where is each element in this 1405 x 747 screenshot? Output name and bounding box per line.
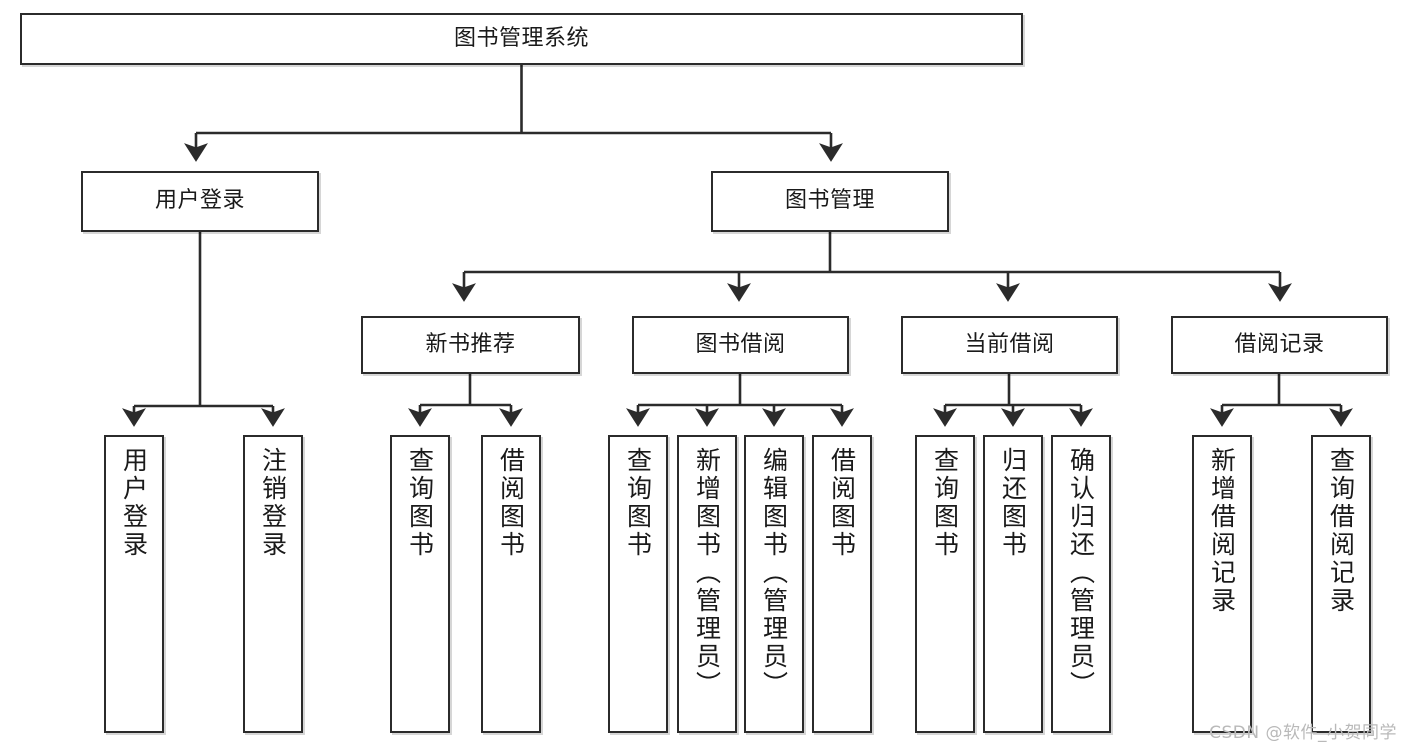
node-leaf-add-record-label: 新增借阅记录 <box>1207 447 1237 615</box>
node-leaf-query-book-2[interactable]: 查询图书 <box>608 435 668 733</box>
node-leaf-query-book-3-label: 查询图书 <box>930 447 960 559</box>
node-user-login-label: 用户登录 <box>154 188 245 214</box>
node-leaf-logout[interactable]: 注销登录 <box>243 435 303 733</box>
node-user-login[interactable]: 用户登录 <box>81 171 319 232</box>
node-leaf-query-record[interactable]: 查询借阅记录 <box>1311 435 1371 733</box>
node-leaf-query-book-1[interactable]: 查询图书 <box>390 435 450 733</box>
node-new-book-rec-label: 新书推荐 <box>425 331 516 357</box>
node-leaf-query-book-1-label: 查询图书 <box>405 447 435 559</box>
node-leaf-confirm-return-label: 确认归还（管理员） <box>1066 447 1096 699</box>
node-leaf-user-login-label: 用户登录 <box>119 447 149 559</box>
node-leaf-edit-book[interactable]: 编辑图书（管理员） <box>744 435 804 733</box>
node-root-label: 图书管理系统 <box>453 25 589 51</box>
node-leaf-query-record-label: 查询借阅记录 <box>1326 447 1356 615</box>
node-leaf-query-book-3[interactable]: 查询图书 <box>915 435 975 733</box>
node-book-borrow-label: 图书借阅 <box>695 331 786 357</box>
node-leaf-borrow-book-1-label: 借阅图书 <box>496 447 526 559</box>
node-leaf-query-book-2-label: 查询图书 <box>623 447 653 559</box>
node-book-manage[interactable]: 图书管理 <box>711 171 949 232</box>
node-leaf-return-book[interactable]: 归还图书 <box>983 435 1043 733</box>
node-root[interactable]: 图书管理系统 <box>20 13 1023 65</box>
node-leaf-borrow-book-2[interactable]: 借阅图书 <box>812 435 872 733</box>
node-leaf-add-book[interactable]: 新增图书（管理员） <box>677 435 737 733</box>
node-book-borrow[interactable]: 图书借阅 <box>632 316 849 374</box>
node-new-book-rec[interactable]: 新书推荐 <box>361 316 580 374</box>
node-leaf-user-login[interactable]: 用户登录 <box>104 435 164 733</box>
node-leaf-return-book-label: 归还图书 <box>998 447 1028 559</box>
node-leaf-add-record[interactable]: 新增借阅记录 <box>1192 435 1252 733</box>
node-leaf-borrow-book-2-label: 借阅图书 <box>827 447 857 559</box>
node-leaf-edit-book-label: 编辑图书（管理员） <box>759 447 789 699</box>
node-leaf-confirm-return[interactable]: 确认归还（管理员） <box>1051 435 1111 733</box>
node-leaf-borrow-book-1[interactable]: 借阅图书 <box>481 435 541 733</box>
node-borrow-record[interactable]: 借阅记录 <box>1171 316 1388 374</box>
node-book-manage-label: 图书管理 <box>784 188 875 214</box>
node-leaf-add-book-label: 新增图书（管理员） <box>692 447 722 699</box>
node-borrow-record-label: 借阅记录 <box>1234 331 1325 357</box>
csdn-watermark: CSDN @软件_小贺同学 <box>1209 723 1397 743</box>
node-leaf-logout-label: 注销登录 <box>258 447 288 559</box>
node-current-borrow-label: 当前借阅 <box>964 331 1055 357</box>
node-current-borrow[interactable]: 当前借阅 <box>901 316 1118 374</box>
